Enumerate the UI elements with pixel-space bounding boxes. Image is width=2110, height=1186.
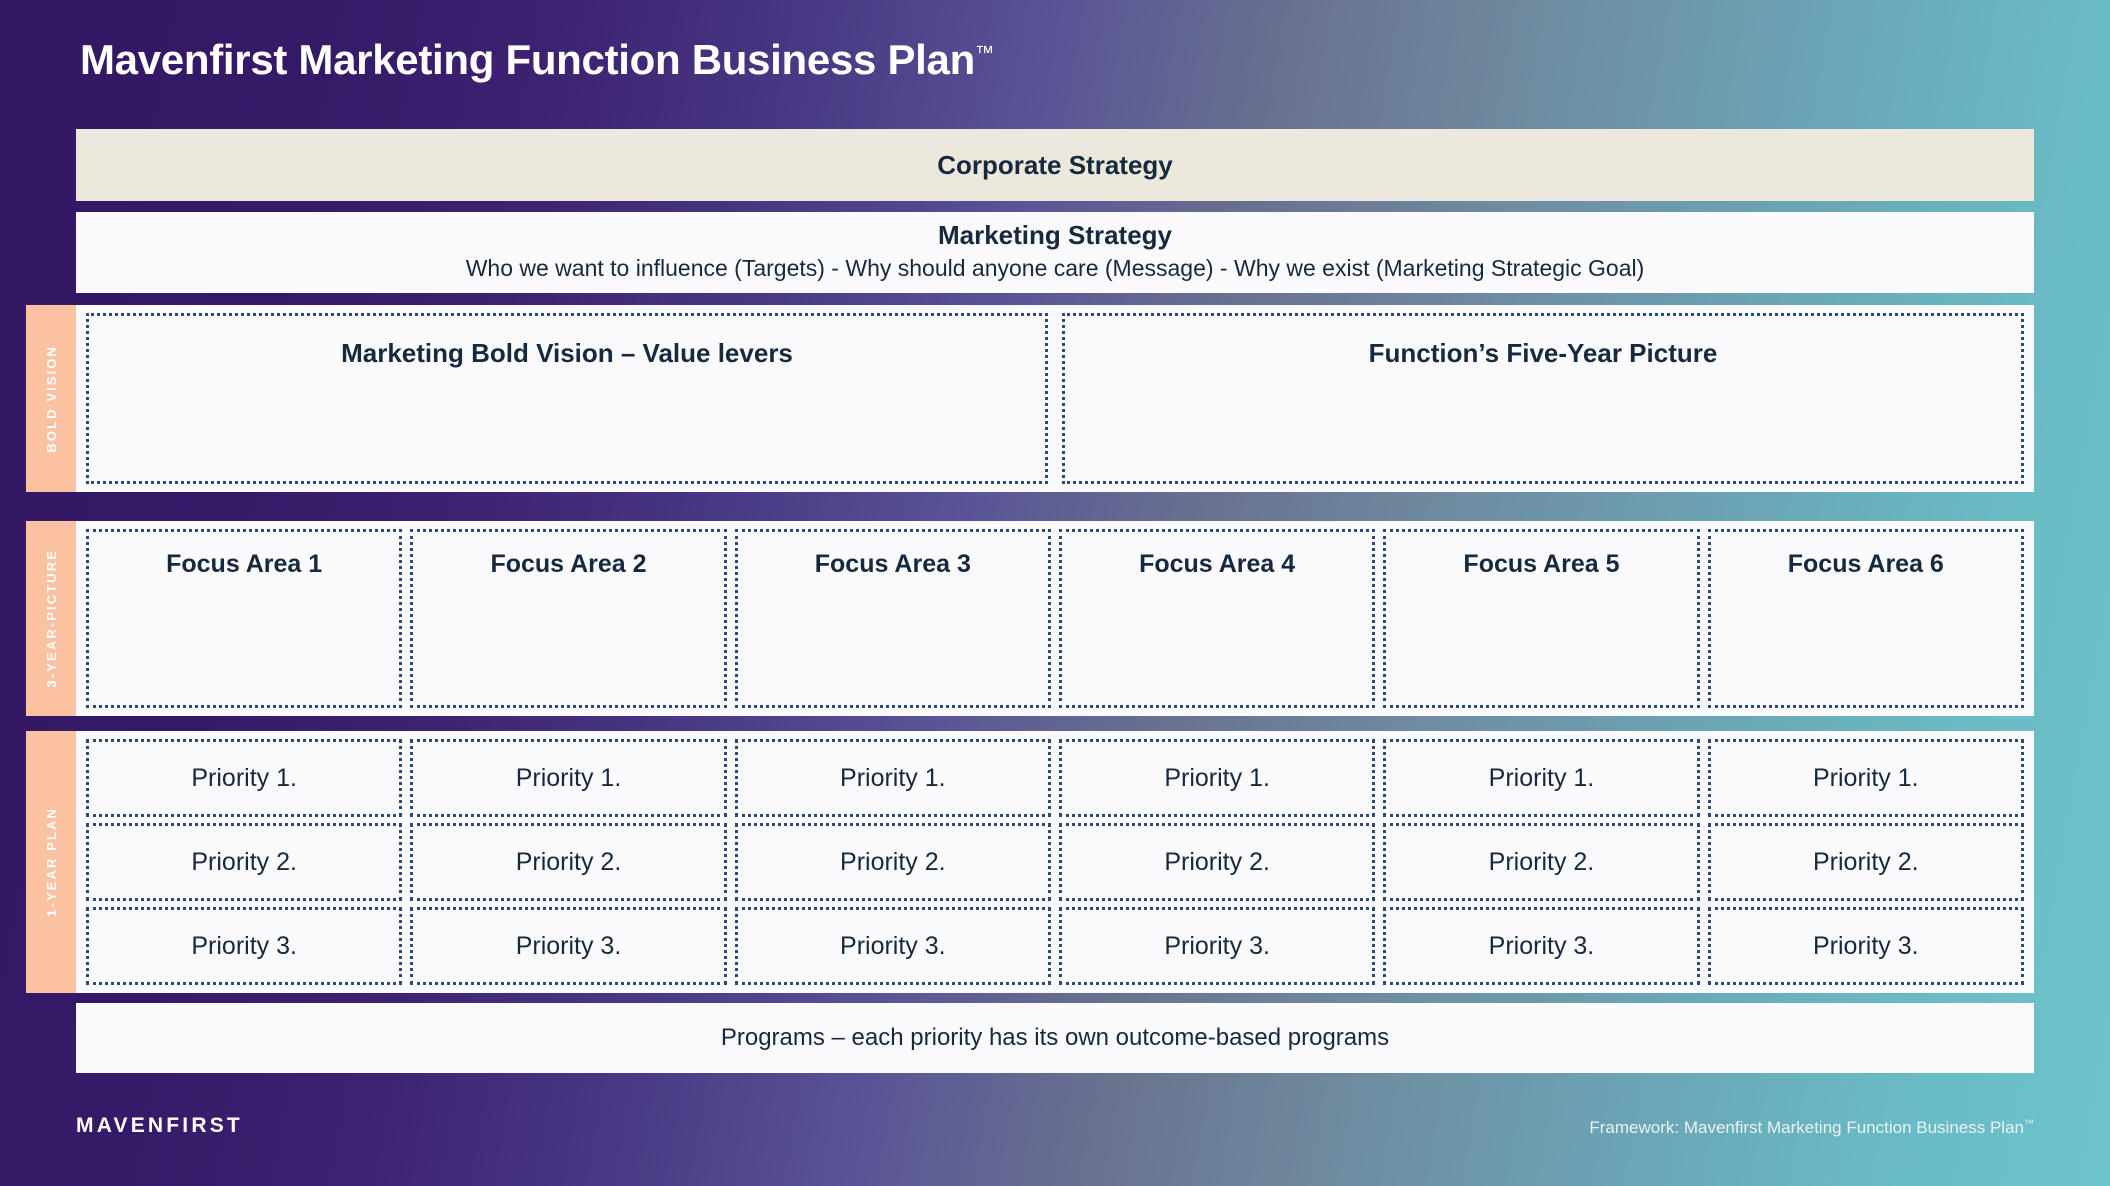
priority-cell[interactable]: Priority 2.	[410, 823, 727, 901]
focus-area-title: Focus Area 4	[1139, 550, 1296, 578]
priority-column-5: Priority 1. Priority 2. Priority 3.	[1383, 739, 1700, 985]
priority-cell[interactable]: Priority 2.	[1058, 823, 1376, 901]
focus-area-card-6[interactable]: Focus Area 6	[1707, 529, 2024, 708]
priority-column-4: Priority 1. Priority 2. Priority 3.	[1058, 739, 1376, 985]
priority-column-3: Priority 1. Priority 2. Priority 3.	[734, 739, 1051, 985]
sidebar-tab-bold-vision-label: BOLD VISION	[43, 344, 59, 453]
page-title: Mavenfirst Marketing Function Business P…	[80, 36, 994, 84]
priority-label: Priority 1.	[1164, 763, 1270, 792]
focus-area-title: Focus Area 1	[166, 550, 323, 578]
priority-column-2: Priority 1. Priority 2. Priority 3.	[410, 739, 727, 985]
priority-cell[interactable]: Priority 1.	[86, 739, 403, 817]
corporate-strategy-label: Corporate Strategy	[937, 149, 1173, 180]
priority-label: Priority 3.	[840, 931, 946, 960]
corporate-strategy-band[interactable]: Corporate Strategy	[76, 129, 2034, 201]
priority-cell[interactable]: Priority 3.	[410, 907, 727, 985]
bold-vision-card-title: Marketing Bold Vision – Value levers	[341, 338, 793, 368]
priority-label: Priority 2.	[1813, 847, 1919, 876]
focus-area-title: Focus Area 2	[490, 550, 647, 578]
focus-area-title: Focus Area 5	[1463, 550, 1620, 578]
focus-area-title: Focus Area 6	[1787, 550, 1944, 578]
one-year-plan-section: Priority 1. Priority 2. Priority 3. Prio…	[76, 731, 2034, 993]
sidebar-tab-one-year-plan[interactable]: 1-YEAR PLAN	[26, 731, 76, 993]
framework-note: Framework: Mavenfirst Marketing Function…	[1589, 1118, 2034, 1138]
priority-label: Priority 1.	[191, 763, 297, 792]
focus-area-card-1[interactable]: Focus Area 1	[86, 529, 403, 708]
priority-column-6: Priority 1. Priority 2. Priority 3.	[1707, 739, 2024, 985]
priority-label: Priority 3.	[1488, 931, 1595, 960]
programs-band[interactable]: Programs – each priority has its own out…	[76, 1003, 2034, 1073]
priority-cell[interactable]: Priority 1.	[734, 739, 1051, 817]
focus-area-card-3[interactable]: Focus Area 3	[734, 529, 1051, 708]
focus-area-row: Focus Area 1 Focus Area 2 Focus Area 3 F…	[76, 521, 2034, 716]
priority-label: Priority 1.	[840, 763, 946, 792]
sidebar-tab-three-year-picture[interactable]: 3-YEAR-PICTURE	[26, 521, 76, 716]
marketing-strategy-band[interactable]: Marketing Strategy Who we want to influe…	[76, 212, 2034, 293]
priority-cell[interactable]: Priority 1.	[410, 739, 727, 817]
priority-label: Priority 2.	[840, 847, 946, 876]
sidebar-tab-three-year-picture-label: 3-YEAR-PICTURE	[43, 549, 59, 688]
priority-label: Priority 1.	[1813, 763, 1919, 792]
marketing-strategy-subtitle: Who we want to influence (Targets) - Why…	[465, 255, 1645, 281]
bold-vision-card-five-year-picture[interactable]: Function’s Five-Year Picture	[1062, 313, 2024, 484]
programs-label: Programs – each priority has its own out…	[720, 1024, 1390, 1051]
priority-label: Priority 2.	[191, 847, 297, 876]
bold-vision-row: Marketing Bold Vision – Value levers Fun…	[76, 305, 2034, 492]
priority-cell[interactable]: Priority 1.	[1058, 739, 1376, 817]
priority-label: Priority 2.	[1164, 847, 1270, 876]
priority-cell[interactable]: Priority 2.	[1707, 823, 2024, 901]
sidebar-tab-bold-vision[interactable]: BOLD VISION	[26, 305, 76, 492]
priority-cell[interactable]: Priority 3.	[734, 907, 1051, 985]
priority-label: Priority 3.	[1164, 931, 1270, 960]
priority-cell[interactable]: Priority 3.	[1383, 907, 1700, 985]
focus-area-title: Focus Area 3	[814, 550, 971, 578]
priority-label: Priority 2.	[515, 847, 622, 876]
priority-label: Priority 1.	[1488, 763, 1595, 792]
framework-note-text: Framework: Mavenfirst Marketing Function…	[1589, 1118, 2024, 1137]
trademark-symbol: ™	[974, 43, 994, 64]
priority-cell[interactable]: Priority 2.	[86, 823, 403, 901]
bold-vision-section: Marketing Bold Vision – Value levers Fun…	[76, 305, 2034, 492]
priority-cell[interactable]: Priority 1.	[1707, 739, 2024, 817]
sidebar-tab-one-year-plan-label: 1-YEAR PLAN	[43, 807, 59, 917]
framework-trademark-symbol: ™	[2024, 1118, 2034, 1130]
priority-label: Priority 2.	[1488, 847, 1595, 876]
priority-cell[interactable]: Priority 2.	[1383, 823, 1700, 901]
priority-cell[interactable]: Priority 3.	[1058, 907, 1376, 985]
priority-cell[interactable]: Priority 3.	[1707, 907, 2024, 985]
three-year-picture-section: Focus Area 1 Focus Area 2 Focus Area 3 F…	[76, 521, 2034, 716]
priority-grid: Priority 1. Priority 2. Priority 3. Prio…	[76, 731, 2034, 993]
priority-cell[interactable]: Priority 3.	[86, 907, 403, 985]
focus-area-card-2[interactable]: Focus Area 2	[410, 529, 727, 708]
priority-label: Priority 3.	[515, 931, 622, 960]
priority-cell[interactable]: Priority 2.	[734, 823, 1051, 901]
bold-vision-card-title: Function’s Five-Year Picture	[1368, 338, 1718, 368]
focus-area-card-5[interactable]: Focus Area 5	[1383, 529, 1700, 708]
priority-label: Priority 3.	[191, 931, 297, 960]
priority-label: Priority 3.	[1813, 931, 1919, 960]
marketing-strategy-title: Marketing Strategy	[937, 220, 1173, 251]
bold-vision-card-value-levers[interactable]: Marketing Bold Vision – Value levers	[86, 313, 1048, 484]
priority-label: Priority 1.	[515, 763, 622, 792]
priority-column-1: Priority 1. Priority 2. Priority 3.	[86, 739, 403, 985]
focus-area-card-4[interactable]: Focus Area 4	[1058, 529, 1376, 708]
priority-cell[interactable]: Priority 1.	[1383, 739, 1700, 817]
mavenfirst-logo: MAVENFIRST	[76, 1114, 243, 1137]
page-title-text: Mavenfirst Marketing Function Business P…	[80, 36, 975, 83]
